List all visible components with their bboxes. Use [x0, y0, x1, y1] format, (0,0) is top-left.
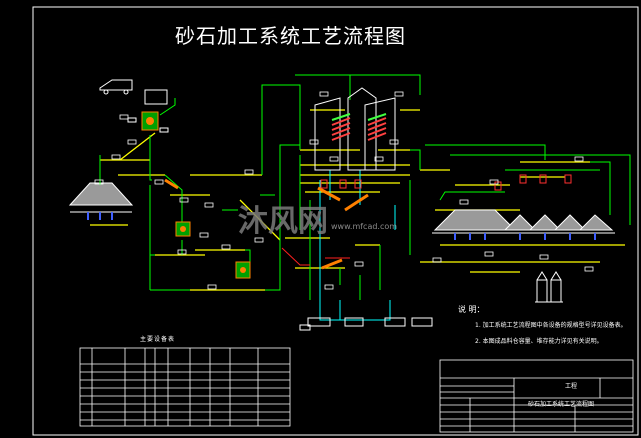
stockpile-icon	[68, 182, 134, 206]
note-item-1: 1. 加工系统工艺流程图中各设备的规格型号详见设备表。	[475, 322, 627, 329]
notes-heading: 说 明：	[458, 305, 485, 314]
drawing-border	[32, 6, 639, 436]
title-block-stage: 工程	[565, 383, 578, 390]
crusher-icon	[141, 111, 159, 131]
watermark-brand: 沐风网	[238, 204, 328, 239]
finished-stockpiles	[433, 209, 614, 231]
settling-tanks	[299, 317, 433, 331]
bin-icon	[320, 174, 572, 191]
feed-hopper	[144, 89, 168, 105]
secondary-crusher	[175, 221, 251, 279]
page-title: 砂石加工系统工艺流程图	[175, 24, 406, 48]
title-block-drawing-name: 砂石加工系统工艺流程图	[528, 401, 595, 408]
screen-icon	[314, 87, 396, 171]
equipment-table-heading: 主要设备表	[140, 336, 176, 343]
watermark-url: www.mfcad.com	[331, 222, 398, 231]
note-item-2: 2. 本图成品料仓容量、堆存能力详见有关说明。	[475, 338, 603, 345]
conveyor-lines	[90, 109, 625, 291]
title-block	[439, 359, 634, 433]
tag-labels	[94, 91, 594, 290]
silo-icon	[535, 271, 563, 303]
dump-truck-icon	[99, 79, 133, 95]
equipment-table	[79, 347, 291, 427]
material-flow-lines	[99, 74, 631, 300]
